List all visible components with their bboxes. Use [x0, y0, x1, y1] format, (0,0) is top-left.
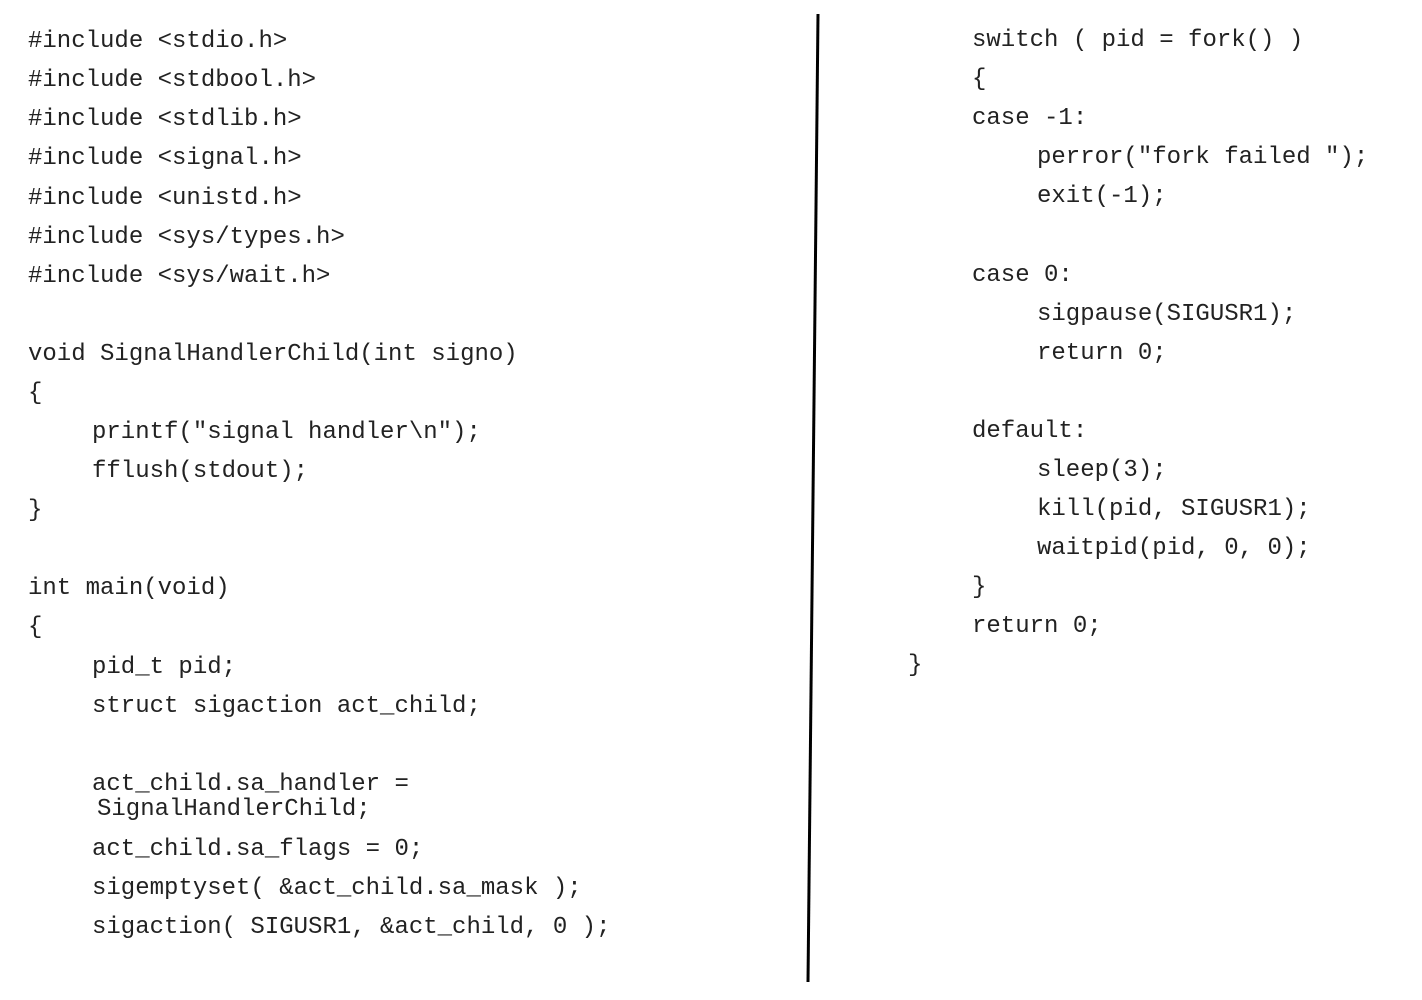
code-line: waitpid(pid, 0, 0); — [1037, 535, 1311, 562]
code-line: printf("signal handler\n"); — [92, 419, 481, 446]
code-line: kill(pid, SIGUSR1); — [1037, 496, 1311, 523]
code-line: exit(-1); — [1037, 183, 1167, 210]
code-line: perror("fork failed "); — [1037, 144, 1369, 171]
code-line: } — [908, 652, 923, 679]
code-line: #include <stdio.h> — [28, 28, 288, 55]
code-line: return 0; — [972, 613, 1102, 640]
code-line: fflush(stdout); — [92, 458, 309, 485]
code-line: #include <sys/types.h> — [28, 224, 345, 251]
code-line: default: — [972, 418, 1088, 445]
code-line: #include <sys/wait.h> — [28, 263, 331, 290]
code-line: } — [972, 574, 987, 601]
code-line: struct sigaction act_child; — [92, 693, 481, 720]
code-line: act_child.sa_handler = — [92, 771, 409, 798]
code-line: act_child.sa_flags = 0; — [92, 836, 424, 863]
code-line: { — [972, 66, 987, 93]
code-line: sigemptyset( &act_child.sa_mask ); — [92, 875, 582, 902]
code-line: void SignalHandlerChild(int signo) — [28, 341, 518, 368]
code-line: sleep(3); — [1037, 457, 1167, 484]
code-line: case -1: — [972, 105, 1088, 132]
code-line: #include <unistd.h> — [28, 185, 302, 212]
code-line: pid_t pid; — [92, 654, 237, 681]
code-line: switch ( pid = fork() ) — [972, 27, 1304, 54]
code-line: int main(void) — [28, 575, 230, 602]
code-line: sigaction( SIGUSR1, &act_child, 0 ); — [92, 914, 611, 941]
code-line: { — [28, 380, 43, 407]
code-line: { — [28, 614, 43, 641]
code-line: #include <stdbool.h> — [28, 67, 317, 94]
code-line: SignalHandlerChild; — [97, 796, 371, 823]
code-line: #include <stdlib.h> — [28, 106, 302, 133]
code-line: } — [28, 497, 43, 524]
code-line: sigpause(SIGUSR1); — [1037, 301, 1297, 328]
code-line: case 0: — [972, 262, 1073, 289]
code-line: return 0; — [1037, 340, 1167, 367]
code-line: #include <signal.h> — [28, 145, 302, 172]
